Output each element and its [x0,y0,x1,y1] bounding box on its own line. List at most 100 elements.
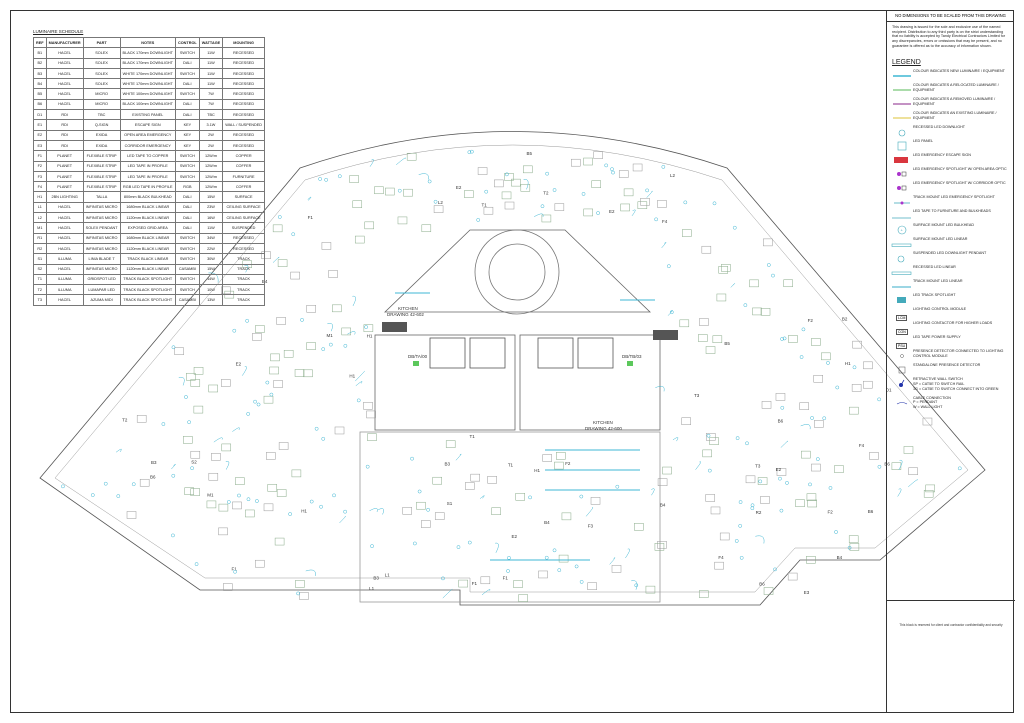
desk [554,203,565,211]
desk [807,499,817,508]
desk [263,395,274,404]
desk [908,467,918,475]
circuit-wire [225,461,230,470]
desk [542,454,552,462]
luminaire-ref: B4 [660,502,666,507]
luminaire-ref: T3 [694,393,700,398]
downlight [324,177,329,182]
schedule-cell: SOLEX [82,57,121,69]
schedule-header: MOUNTING [222,36,266,49]
schedule-cell: B2 [33,57,47,69]
downlight [365,464,370,469]
downlight [116,494,121,498]
downlight [277,215,282,219]
luminaire-ref: F1 [231,566,237,571]
downlight [645,188,649,193]
schedule-cell: KEY [174,139,200,152]
circuit-wire [355,370,365,382]
legend-item: +SURFACE MOUNT LED BULKHEAD [891,222,1010,235]
downlight [90,493,95,497]
core-right [519,334,661,431]
desk [702,449,712,458]
downlight [957,466,962,471]
schedule-cell: S1 [33,253,47,265]
downlight [779,508,784,513]
desk [270,353,280,362]
desk [501,191,512,200]
downlight [397,188,402,193]
schedule-cell: 15W [198,191,224,203]
schedule-cell: SOLEX [82,78,121,90]
legend: COLOUR INDICATES NEW LUMINAIRE / EQUIPME… [887,68,1014,410]
legend-text: LED PANEL [913,139,934,144]
schedule-cell: TALLA [82,191,121,203]
switch-icon [891,376,913,388]
building-inner-outline [54,144,969,593]
exit-sign-icon [891,152,913,164]
panel-icon [891,138,913,151]
schedule-cell: CEILING SURFACE [222,201,266,214]
kitchen-label: KITCHEN [398,306,418,311]
luminaire-ref: F4 [859,443,865,448]
schedule-cell: E1 [33,119,47,131]
luminaire-ref: H1 [845,361,851,366]
desk [458,579,468,588]
schedule-cell: GRIDSPOT LED [82,273,121,286]
downlight [427,179,432,184]
schedule-cell: SWITCH [174,273,200,286]
title-block-note: This block is reserved for client and co… [899,623,1003,627]
desk [139,478,150,487]
circuit-wire [442,588,453,599]
desk [245,509,255,518]
desk [701,245,712,254]
desk [811,338,821,346]
emergency-spot-icon [891,180,913,191]
luminaire-ref: L1 [369,586,375,591]
schedule-cell: E2 [33,129,47,141]
luminaire-ref: L2 [670,173,676,178]
luminaire-ref: B6 [150,475,156,480]
desk [834,465,844,473]
desk [583,157,593,166]
downlight [579,494,584,499]
schedule-cell: 11W [198,57,224,69]
schedule-cell: SWITCH [174,160,200,172]
luminaire-ref: T2 [122,417,128,422]
downlight [739,555,744,560]
schedule-cell: 13W [198,294,224,306]
downlight [343,343,348,348]
kitchen-drawing-ref: DRAWING 42-600 [585,426,622,431]
downlight [226,500,231,504]
luminaire-ref: H1 [349,373,355,378]
downlight [828,486,833,490]
downlight [771,273,775,278]
schedule-cell: 12W/m [198,160,224,172]
downlight [734,539,739,543]
circuit-wire [908,479,918,488]
downlight [321,347,326,351]
schedule-header: CONTROL [174,36,200,49]
schedule-cell: F3 [33,170,47,183]
desk [811,463,821,472]
schedule-cell: RDI [45,139,84,152]
desk [367,433,377,441]
desk [925,484,935,493]
circuit-wire [655,385,665,392]
desk [277,259,288,267]
schedule-cell: FLEXIBLE STRIP [82,170,121,183]
schedule-cell: M1 [33,222,47,234]
desk [193,367,204,375]
desk [705,494,716,502]
circuit-wire [625,548,630,559]
schedule-cell: HACEL [45,263,84,275]
schedule-cell: FURNITURE [222,170,266,183]
desk [190,379,201,387]
circuit-wire [800,424,811,430]
downlight [288,512,292,516]
luminaire-ref: E2 [609,209,615,214]
